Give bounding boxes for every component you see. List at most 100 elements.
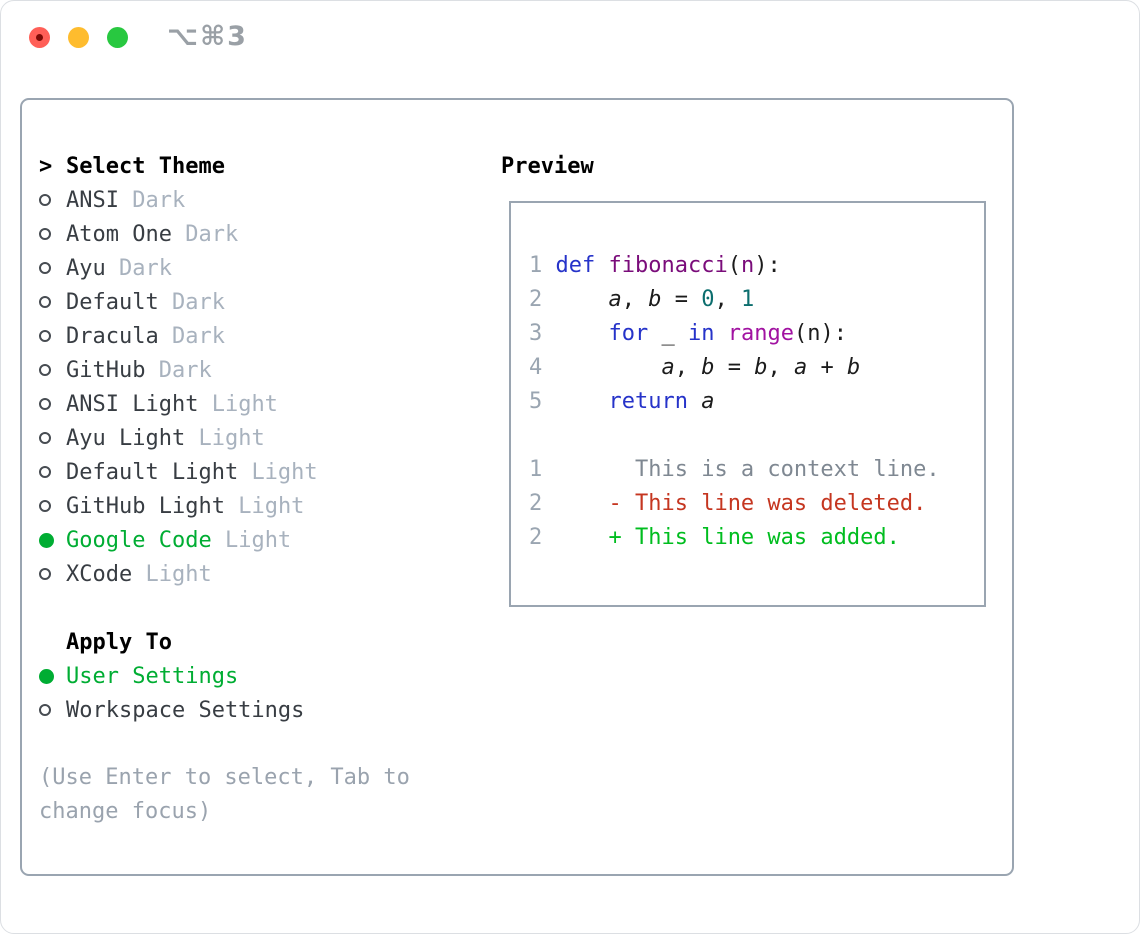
theme-option-label: Google Code: [66, 527, 212, 553]
radio-ring: [39, 330, 51, 342]
theme-option-label: Ayu Light: [66, 425, 186, 451]
radio-ring: [39, 398, 51, 410]
radio-unselected-icon: [39, 194, 66, 206]
radio-ring: [39, 432, 51, 444]
code-token: a: [701, 389, 715, 414]
code-token: b: [846, 355, 861, 380]
radio-unselected-icon: [39, 398, 66, 410]
theme-option-label: ANSI Light: [66, 391, 199, 417]
code-line: 1 This is a context line.: [529, 453, 984, 487]
theme-variant-tag: Light: [198, 425, 265, 451]
code-token: + This line was added.: [608, 525, 900, 550]
radio-unselected-icon: [39, 568, 66, 580]
close-button[interactable]: [29, 27, 50, 48]
code-token: 1: [740, 287, 755, 312]
window-shortcut-label: ⌥⌘3: [167, 21, 248, 52]
code-token: range: [727, 321, 794, 346]
theme-variant-tag: Light: [251, 459, 318, 485]
radio-ring: [39, 364, 51, 376]
help-text: (Use Enter to select, Tab to change focu…: [39, 765, 410, 824]
minimize-button[interactable]: [68, 27, 89, 48]
line-number: 2: [529, 491, 543, 516]
theme-option[interactable]: Google Code Light: [39, 523, 439, 557]
code-token: This is a context line.: [634, 457, 940, 482]
theme-variant-tag: Light: [238, 493, 305, 519]
theme-option[interactable]: XCode Light: [39, 557, 439, 591]
theme-option-label: XCode: [66, 561, 133, 587]
radio-ring: [39, 296, 51, 308]
code-token: [542, 253, 555, 278]
theme-option-label: Default: [66, 289, 159, 315]
theme-variant-tag: Dark: [171, 323, 225, 349]
code-token: [595, 253, 608, 278]
theme-option-label: GitHub Light: [66, 493, 225, 519]
theme-variant-tag: Dark: [185, 221, 239, 247]
apply-to-option[interactable]: Workspace Settings: [39, 693, 439, 727]
theme-option[interactable]: Ayu Light Light: [39, 421, 439, 455]
radio-ring: [39, 500, 51, 512]
code-line: 4 a, b = b, a + b: [529, 351, 984, 385]
radio-unselected-icon: [39, 432, 66, 444]
zoom-button[interactable]: [107, 27, 128, 48]
code-token: - This line was deleted.: [608, 491, 927, 516]
code-token: a: [608, 287, 622, 312]
theme-option[interactable]: Default Dark: [39, 285, 439, 319]
code-token: ,: [767, 355, 794, 380]
radio-ring: [39, 568, 51, 580]
traffic-lights: [29, 27, 128, 48]
theme-option[interactable]: GitHub Light Light: [39, 489, 439, 523]
code-token: for: [608, 321, 649, 346]
code-token: [542, 457, 635, 482]
line-number: 1: [529, 253, 543, 278]
code-token: [542, 287, 608, 312]
select-theme-heading: >Select Theme: [39, 149, 439, 183]
theme-variant-tag: Light: [145, 561, 212, 587]
code-line: 2 a, b = 0, 1: [529, 283, 984, 317]
code-token: in: [687, 321, 715, 346]
line-number: 1: [529, 457, 543, 482]
code-line: 3 for _ in range(n):: [529, 317, 984, 351]
radio-unselected-icon: [39, 466, 66, 478]
spacer: [39, 591, 439, 625]
code-token: [688, 389, 701, 414]
radio-ring: [39, 194, 51, 206]
line-number: 2: [529, 287, 543, 312]
code-line: 1 def fibonacci(n):: [529, 249, 984, 283]
code-token: (: [727, 253, 741, 278]
radio-ring: [39, 262, 51, 274]
theme-option[interactable]: Default Light Light: [39, 455, 439, 489]
apply-to-heading: Apply To: [66, 629, 172, 655]
apply-to-option[interactable]: User Settings: [39, 659, 439, 693]
apply-to-option-label: User Settings: [66, 663, 239, 689]
theme-variant-tag: Light: [224, 527, 292, 553]
code-line: 2 + This line was added.: [529, 521, 984, 555]
theme-option-label: Default Light: [66, 459, 239, 485]
radio-unselected-icon: [39, 364, 66, 376]
titlebar: ⌥⌘3: [1, 1, 1139, 98]
code-token: [542, 491, 608, 516]
radio-ring: [39, 228, 51, 240]
code-token: (n):: [793, 321, 847, 346]
line-number: 4: [529, 355, 543, 380]
code-token: n: [740, 253, 755, 278]
theme-variant-tag: Dark: [171, 289, 225, 315]
code-token: ,: [674, 355, 702, 380]
code-token: fibonacci: [608, 253, 728, 278]
code-token: def: [555, 253, 596, 278]
preview-heading: Preview: [501, 153, 594, 179]
radio-ring: [39, 704, 51, 716]
code-token: [542, 389, 608, 414]
